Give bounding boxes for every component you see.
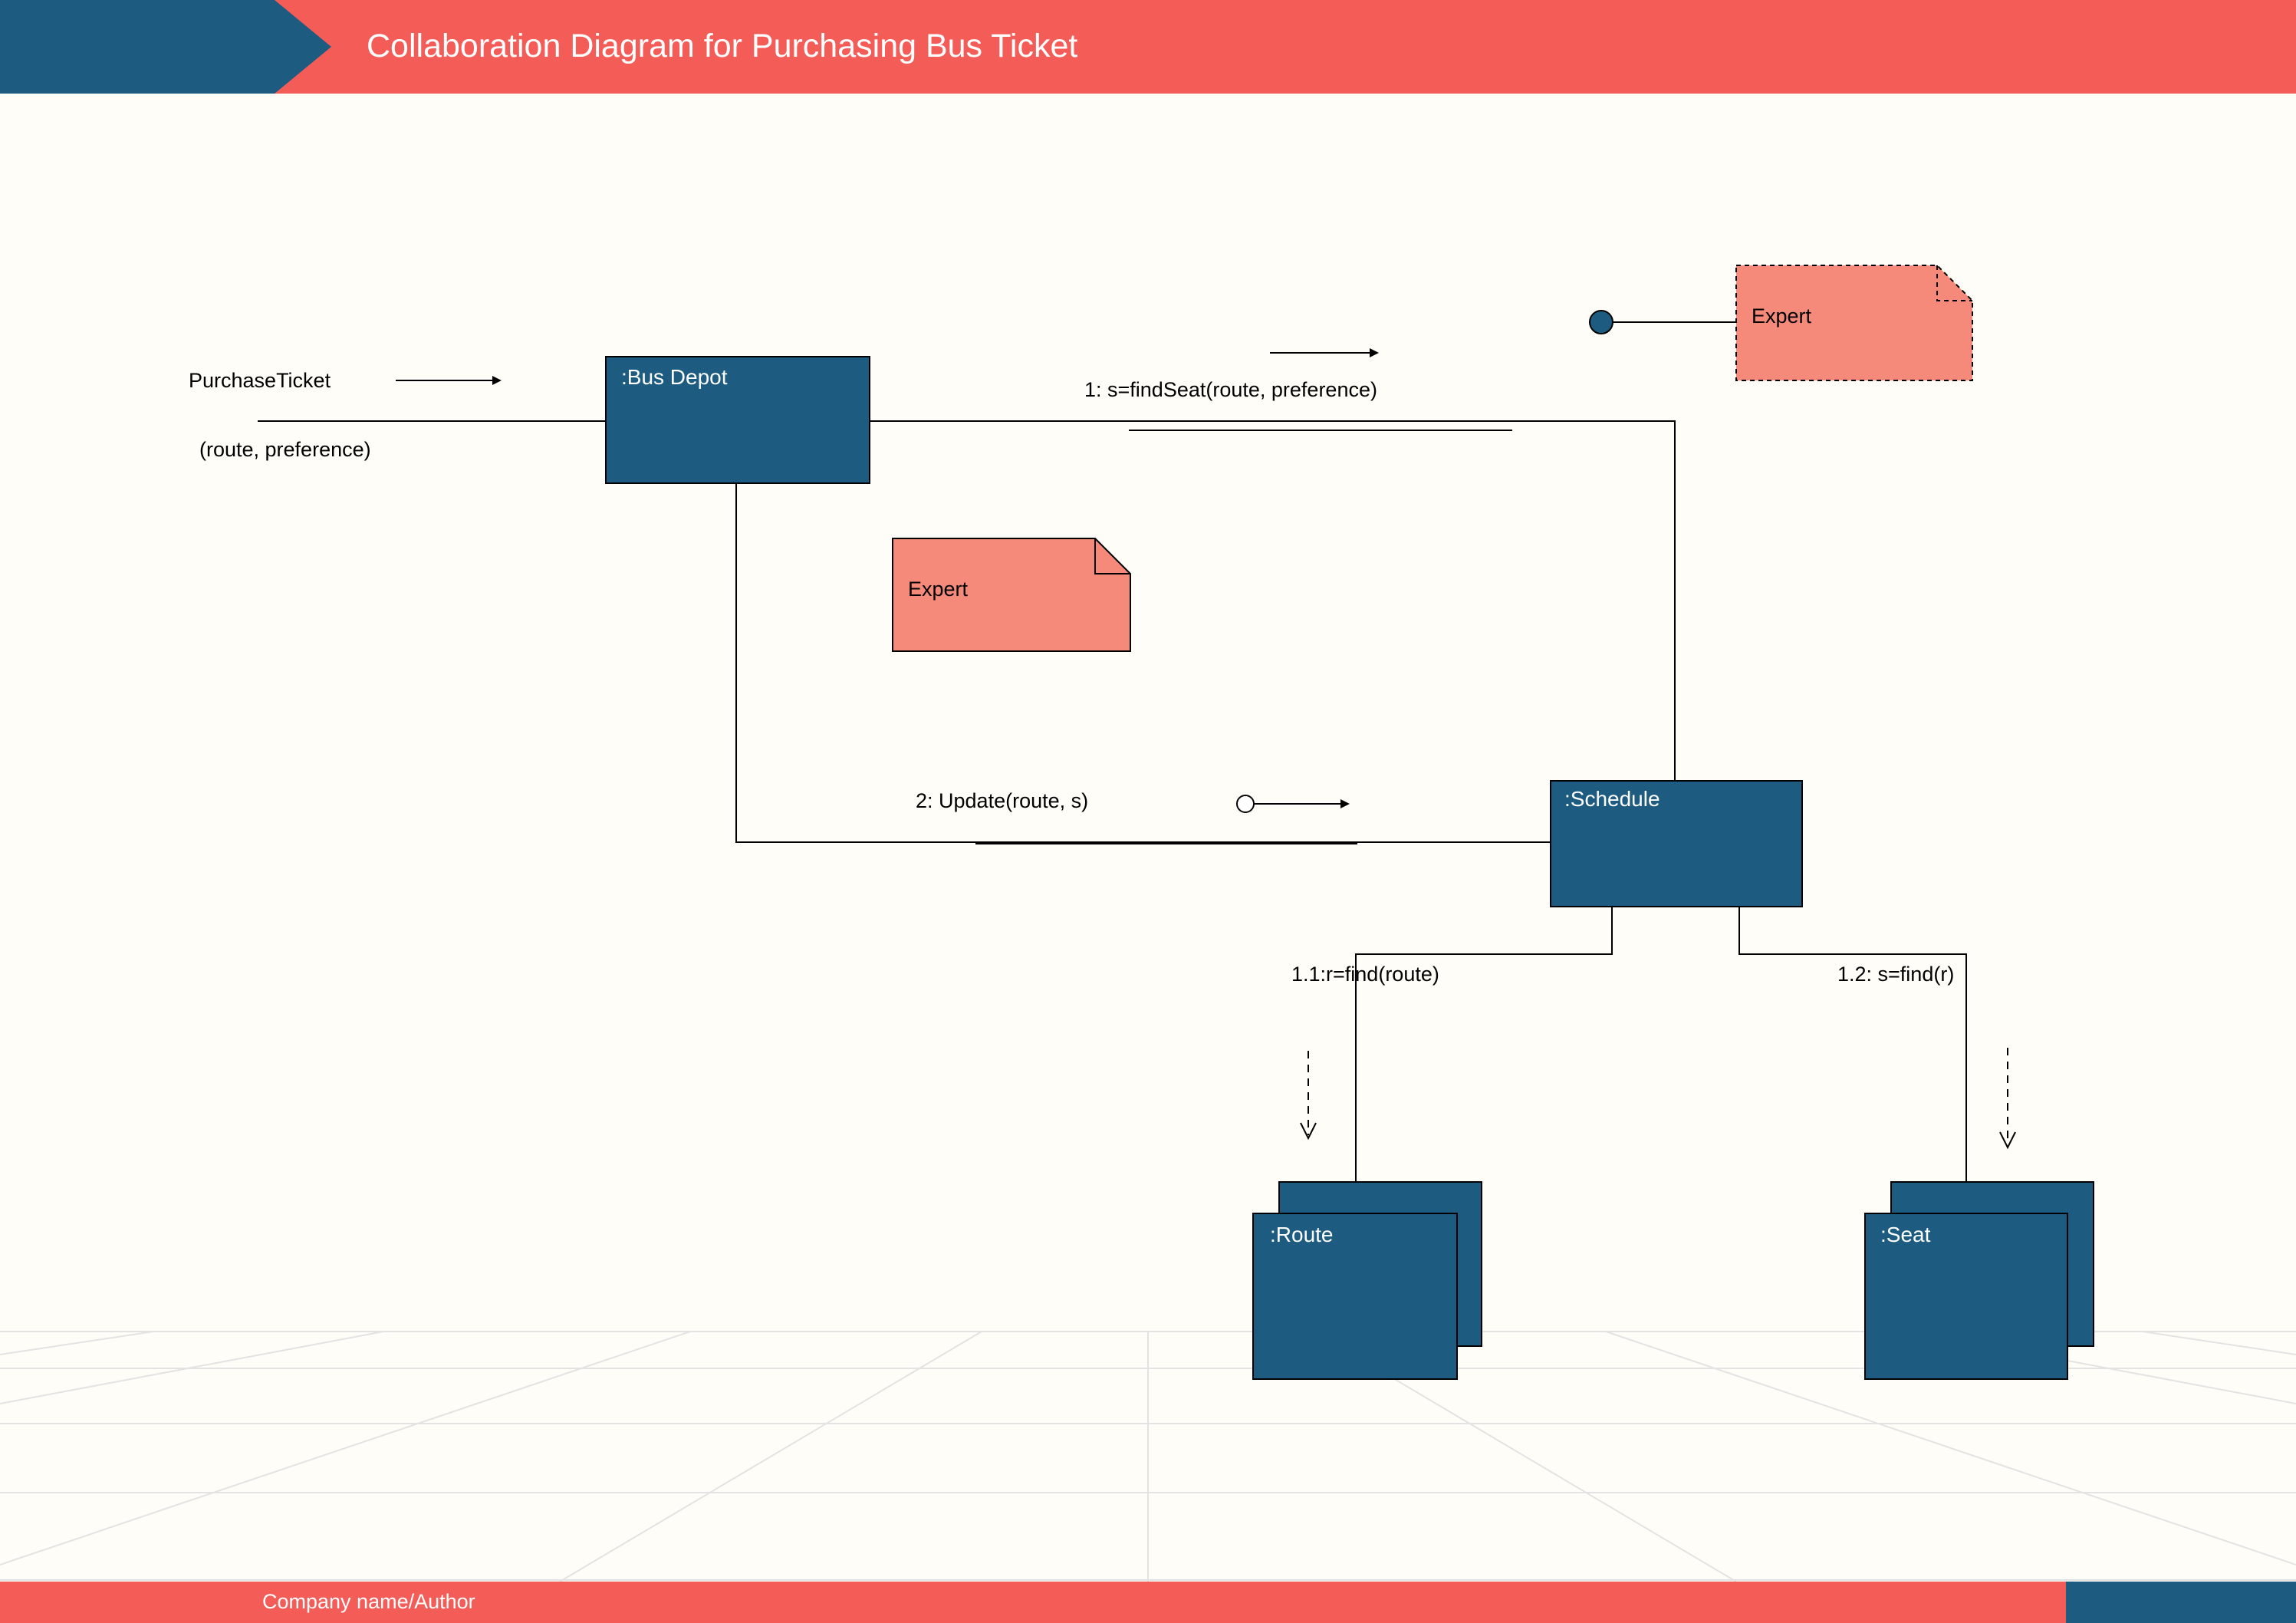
expert-note-top[interactable] [1735, 265, 1973, 381]
expert-note-middle[interactable] [892, 538, 1131, 652]
schedule-label: :Schedule [1564, 787, 1660, 811]
find-seat-message: 1: s=findSeat(route, preference) [1084, 378, 1377, 401]
expert-note-top-label: Expert [1752, 305, 1812, 328]
note-connector-dot [1589, 310, 1613, 334]
schedule-object[interactable] [1550, 780, 1803, 907]
route-object[interactable] [1252, 1213, 1458, 1380]
footer-author: Company name/Author [262, 1590, 475, 1613]
footer-accent-block [2066, 1582, 2296, 1623]
bus-depot-object[interactable] [605, 356, 870, 484]
bus-depot-label: :Bus Depot [621, 365, 728, 389]
find-route-message: 1.1:r=find(route) [1291, 963, 1439, 986]
find-seat-r-message: 1.2: s=find(r) [1837, 963, 1955, 986]
purchase-ticket-label: PurchaseTicket [189, 369, 331, 392]
header-accent-chevron [0, 0, 331, 94]
seat-object[interactable] [1864, 1213, 2068, 1380]
update-message: 2: Update(route, s) [916, 789, 1089, 812]
expert-note-middle-label: Expert [908, 578, 969, 601]
header-bar [0, 0, 2296, 94]
dependency-arrows [1300, 1048, 2016, 1150]
purchase-ticket-params: (route, preference) [199, 438, 371, 461]
link-lines [258, 420, 1967, 1213]
message-arrows [396, 348, 1379, 813]
route-label: :Route [1270, 1223, 1334, 1246]
seat-label: :Seat [1880, 1223, 1931, 1246]
footer-bar [0, 1582, 2296, 1623]
page-title: Collaboration Diagram for Purchasing Bus… [367, 28, 1078, 64]
